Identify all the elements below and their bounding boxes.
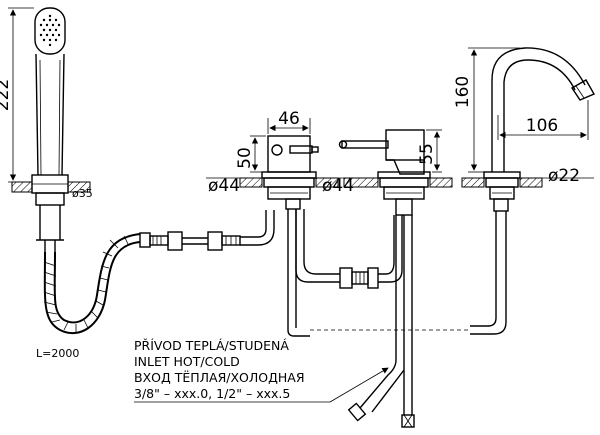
inlet-note: PŘÍVOD TEPLÁ/STUDENÁ INLET HOT/COLD ВХОД…: [134, 338, 389, 403]
dimension-46: 46: [267, 109, 311, 134]
spout-height-label: 160: [453, 76, 473, 108]
spout: [310, 47, 595, 335]
hose-length-label: L=2000: [36, 347, 79, 360]
dimension-55: 55: [417, 129, 442, 173]
mixer-hole-label: ø44: [322, 176, 354, 196]
note-line-3: ВХОД ТЁПЛАЯ/ХОЛОДНАЯ: [134, 370, 305, 385]
note-line-1: PŘÍVOD TEPLÁ/STUDENÁ: [134, 338, 289, 353]
note-line-4: 3/8" – xxx.0, 1/2" – xxx.5: [134, 386, 290, 401]
shower-height-label: 222: [0, 79, 13, 111]
middle-connectors: [339, 215, 403, 289]
note-line-2: INLET HOT/COLD: [134, 354, 240, 369]
valve-width-label: 46: [278, 109, 300, 129]
valve-hole-label: ø44: [208, 176, 240, 196]
dimension-50: 50: [235, 135, 266, 173]
shower-hose: L=2000: [36, 233, 141, 360]
hose-coil-marks: [43, 235, 129, 333]
dimension-222: 222: [0, 7, 34, 183]
spout-reach-label: 106: [526, 116, 558, 136]
dimension-106: 106: [497, 100, 589, 140]
spout-hole-label: ø22: [548, 166, 580, 186]
hole-small-label: ø35: [72, 187, 93, 200]
mixer-height-label: 55: [417, 143, 437, 165]
hose-connectors: [139, 210, 275, 251]
dimension-160: 160: [453, 47, 520, 173]
valve-height-label: 50: [235, 147, 255, 169]
shower-nozzles: [39, 14, 61, 47]
hand-shower: [11, 7, 91, 252]
diverter-valve: [239, 135, 340, 337]
mixer: [338, 129, 453, 428]
